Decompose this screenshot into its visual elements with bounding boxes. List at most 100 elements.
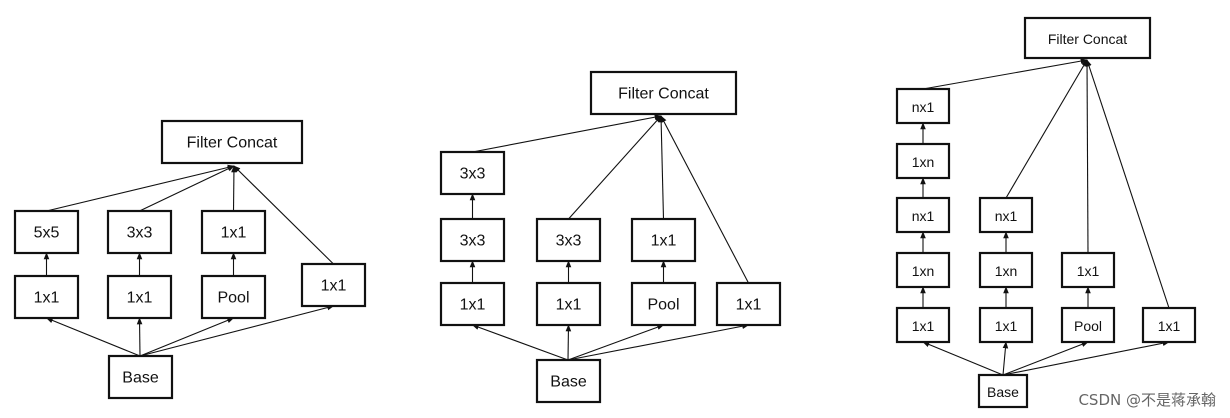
edge-2-base-to-b1b xyxy=(471,324,569,361)
watermark: CSDN @不是蒋承翰 xyxy=(1078,391,1216,409)
node-label: 1x1 xyxy=(321,278,347,295)
module-3-node-c1r1: 1x1 xyxy=(895,306,951,344)
edge-1-b2t-to-concat xyxy=(139,165,235,212)
edge-1-b1t-to-concat xyxy=(46,164,235,212)
edge-2-b2t-to-concat xyxy=(568,115,662,220)
module-3-node-concat: Filter Concat xyxy=(1023,16,1152,60)
edge-1-b3t-to-concat xyxy=(231,165,237,212)
edge-3-base-to-c2r1 xyxy=(1002,341,1009,376)
node-label: Filter Concat xyxy=(618,86,709,103)
edge-2-b1top-to-concat xyxy=(472,114,662,153)
node-label: 1x1 xyxy=(221,225,247,242)
module-1-node-base: Base xyxy=(107,354,174,400)
node-label: 1x1 xyxy=(556,297,582,314)
edge-3-c1r5-to-concat xyxy=(922,58,1088,90)
module-1-node-b1t: 5x5 xyxy=(13,209,80,255)
node-box xyxy=(1060,306,1116,344)
node-box xyxy=(200,209,267,255)
module-3-node-c1r5: nx1 xyxy=(895,87,951,125)
module-2-node-b2t: 3x3 xyxy=(535,217,602,263)
module-1-node-concat: Filter Concat xyxy=(160,119,304,165)
edge-2-base-to-b3b xyxy=(567,324,665,361)
node-label: Pool xyxy=(217,290,249,307)
module-2-node-b1mid: 3x3 xyxy=(439,217,506,263)
node-box xyxy=(978,306,1034,344)
module-3-node-c2r2: 1xn xyxy=(978,251,1034,289)
node-box xyxy=(589,70,738,116)
node-label: 3x3 xyxy=(556,233,582,250)
edge-3-c2r3-to-concat xyxy=(1005,59,1088,199)
edge-3-c3r2-to-concat xyxy=(1084,59,1090,254)
node-box xyxy=(895,306,951,344)
edge-2-base-to-b4 xyxy=(567,323,750,361)
edge-2-base-to-b2b xyxy=(565,324,572,361)
edge-2-b3t-to-concat xyxy=(658,115,665,220)
node-box xyxy=(978,196,1034,234)
node-box xyxy=(200,274,267,320)
node-label: Base xyxy=(122,370,159,387)
node-label: 5x5 xyxy=(34,225,60,242)
node-box xyxy=(106,209,173,255)
node-label: 1x1 xyxy=(651,233,677,250)
node-label: 3x3 xyxy=(460,233,486,250)
node-box xyxy=(895,142,951,180)
edge-1-base-to-b3b xyxy=(139,317,235,357)
node-label: 3x3 xyxy=(460,166,486,183)
edge-1-base-to-b2b xyxy=(136,317,143,357)
node-box xyxy=(300,262,367,308)
node-box xyxy=(107,354,174,400)
module-2-node-b4: 1x1 xyxy=(715,281,782,327)
module-3-node-c1r4: 1xn xyxy=(895,142,951,180)
node-box xyxy=(715,281,782,327)
node-label: 1xn xyxy=(912,154,935,170)
node-label: Filter Concat xyxy=(1048,31,1127,47)
module-3-node-c1r2: 1xn xyxy=(895,251,951,289)
module-1-node-b3b: Pool xyxy=(200,274,267,320)
edge-3-base-to-c1r1 xyxy=(922,341,1004,376)
node-label: 1x1 xyxy=(912,318,935,334)
node-label: 1x1 xyxy=(460,297,486,314)
node-box xyxy=(630,217,697,263)
node-box xyxy=(978,251,1034,289)
node-label: 1x1 xyxy=(1158,318,1181,334)
edge-3-base-to-c3r1 xyxy=(1002,341,1089,376)
module-1-node-b2b: 1x1 xyxy=(106,274,173,320)
node-label: 1x1 xyxy=(995,318,1018,334)
edges-layer xyxy=(43,58,1170,376)
module-2-node-b3t: 1x1 xyxy=(630,217,697,263)
edge-3-base-to-c4 xyxy=(1002,340,1170,376)
node-box xyxy=(535,217,602,263)
node-label: Pool xyxy=(647,297,679,314)
node-box xyxy=(895,87,951,125)
module-2-node-b2b: 1x1 xyxy=(535,281,602,327)
node-label: Filter Concat xyxy=(187,135,278,152)
node-box xyxy=(1060,251,1116,289)
node-label: Base xyxy=(550,374,587,391)
node-label: nx1 xyxy=(912,208,935,224)
module-2-node-b3b: Pool xyxy=(630,281,697,327)
module-2-node-b1b: 1x1 xyxy=(439,281,506,327)
node-box xyxy=(13,209,80,255)
node-label: 1xn xyxy=(995,263,1018,279)
module-1-node-b2t: 3x3 xyxy=(106,209,173,255)
module-3-node-c2r1: 1x1 xyxy=(978,306,1034,344)
module-3-node-c3r2: 1x1 xyxy=(1060,251,1116,289)
edge-2-b4-to-concat xyxy=(660,115,749,284)
node-label: nx1 xyxy=(995,208,1018,224)
node-box xyxy=(630,281,697,327)
module-3-node-base: Base xyxy=(977,373,1029,409)
node-label: 1x1 xyxy=(736,297,762,314)
node-label: Base xyxy=(987,384,1019,400)
module-2-node-b1top: 3x3 xyxy=(439,150,506,196)
node-label: 1x1 xyxy=(1077,263,1100,279)
node-label: 1x1 xyxy=(127,290,153,307)
edge-3-c4-to-concat xyxy=(1086,59,1170,309)
module-3-node-c4: 1x1 xyxy=(1141,306,1197,344)
node-box xyxy=(977,373,1029,409)
node-box xyxy=(439,150,506,196)
node-box xyxy=(439,281,506,327)
node-label: nx1 xyxy=(912,99,935,115)
edge-1-base-to-b4 xyxy=(139,304,335,357)
